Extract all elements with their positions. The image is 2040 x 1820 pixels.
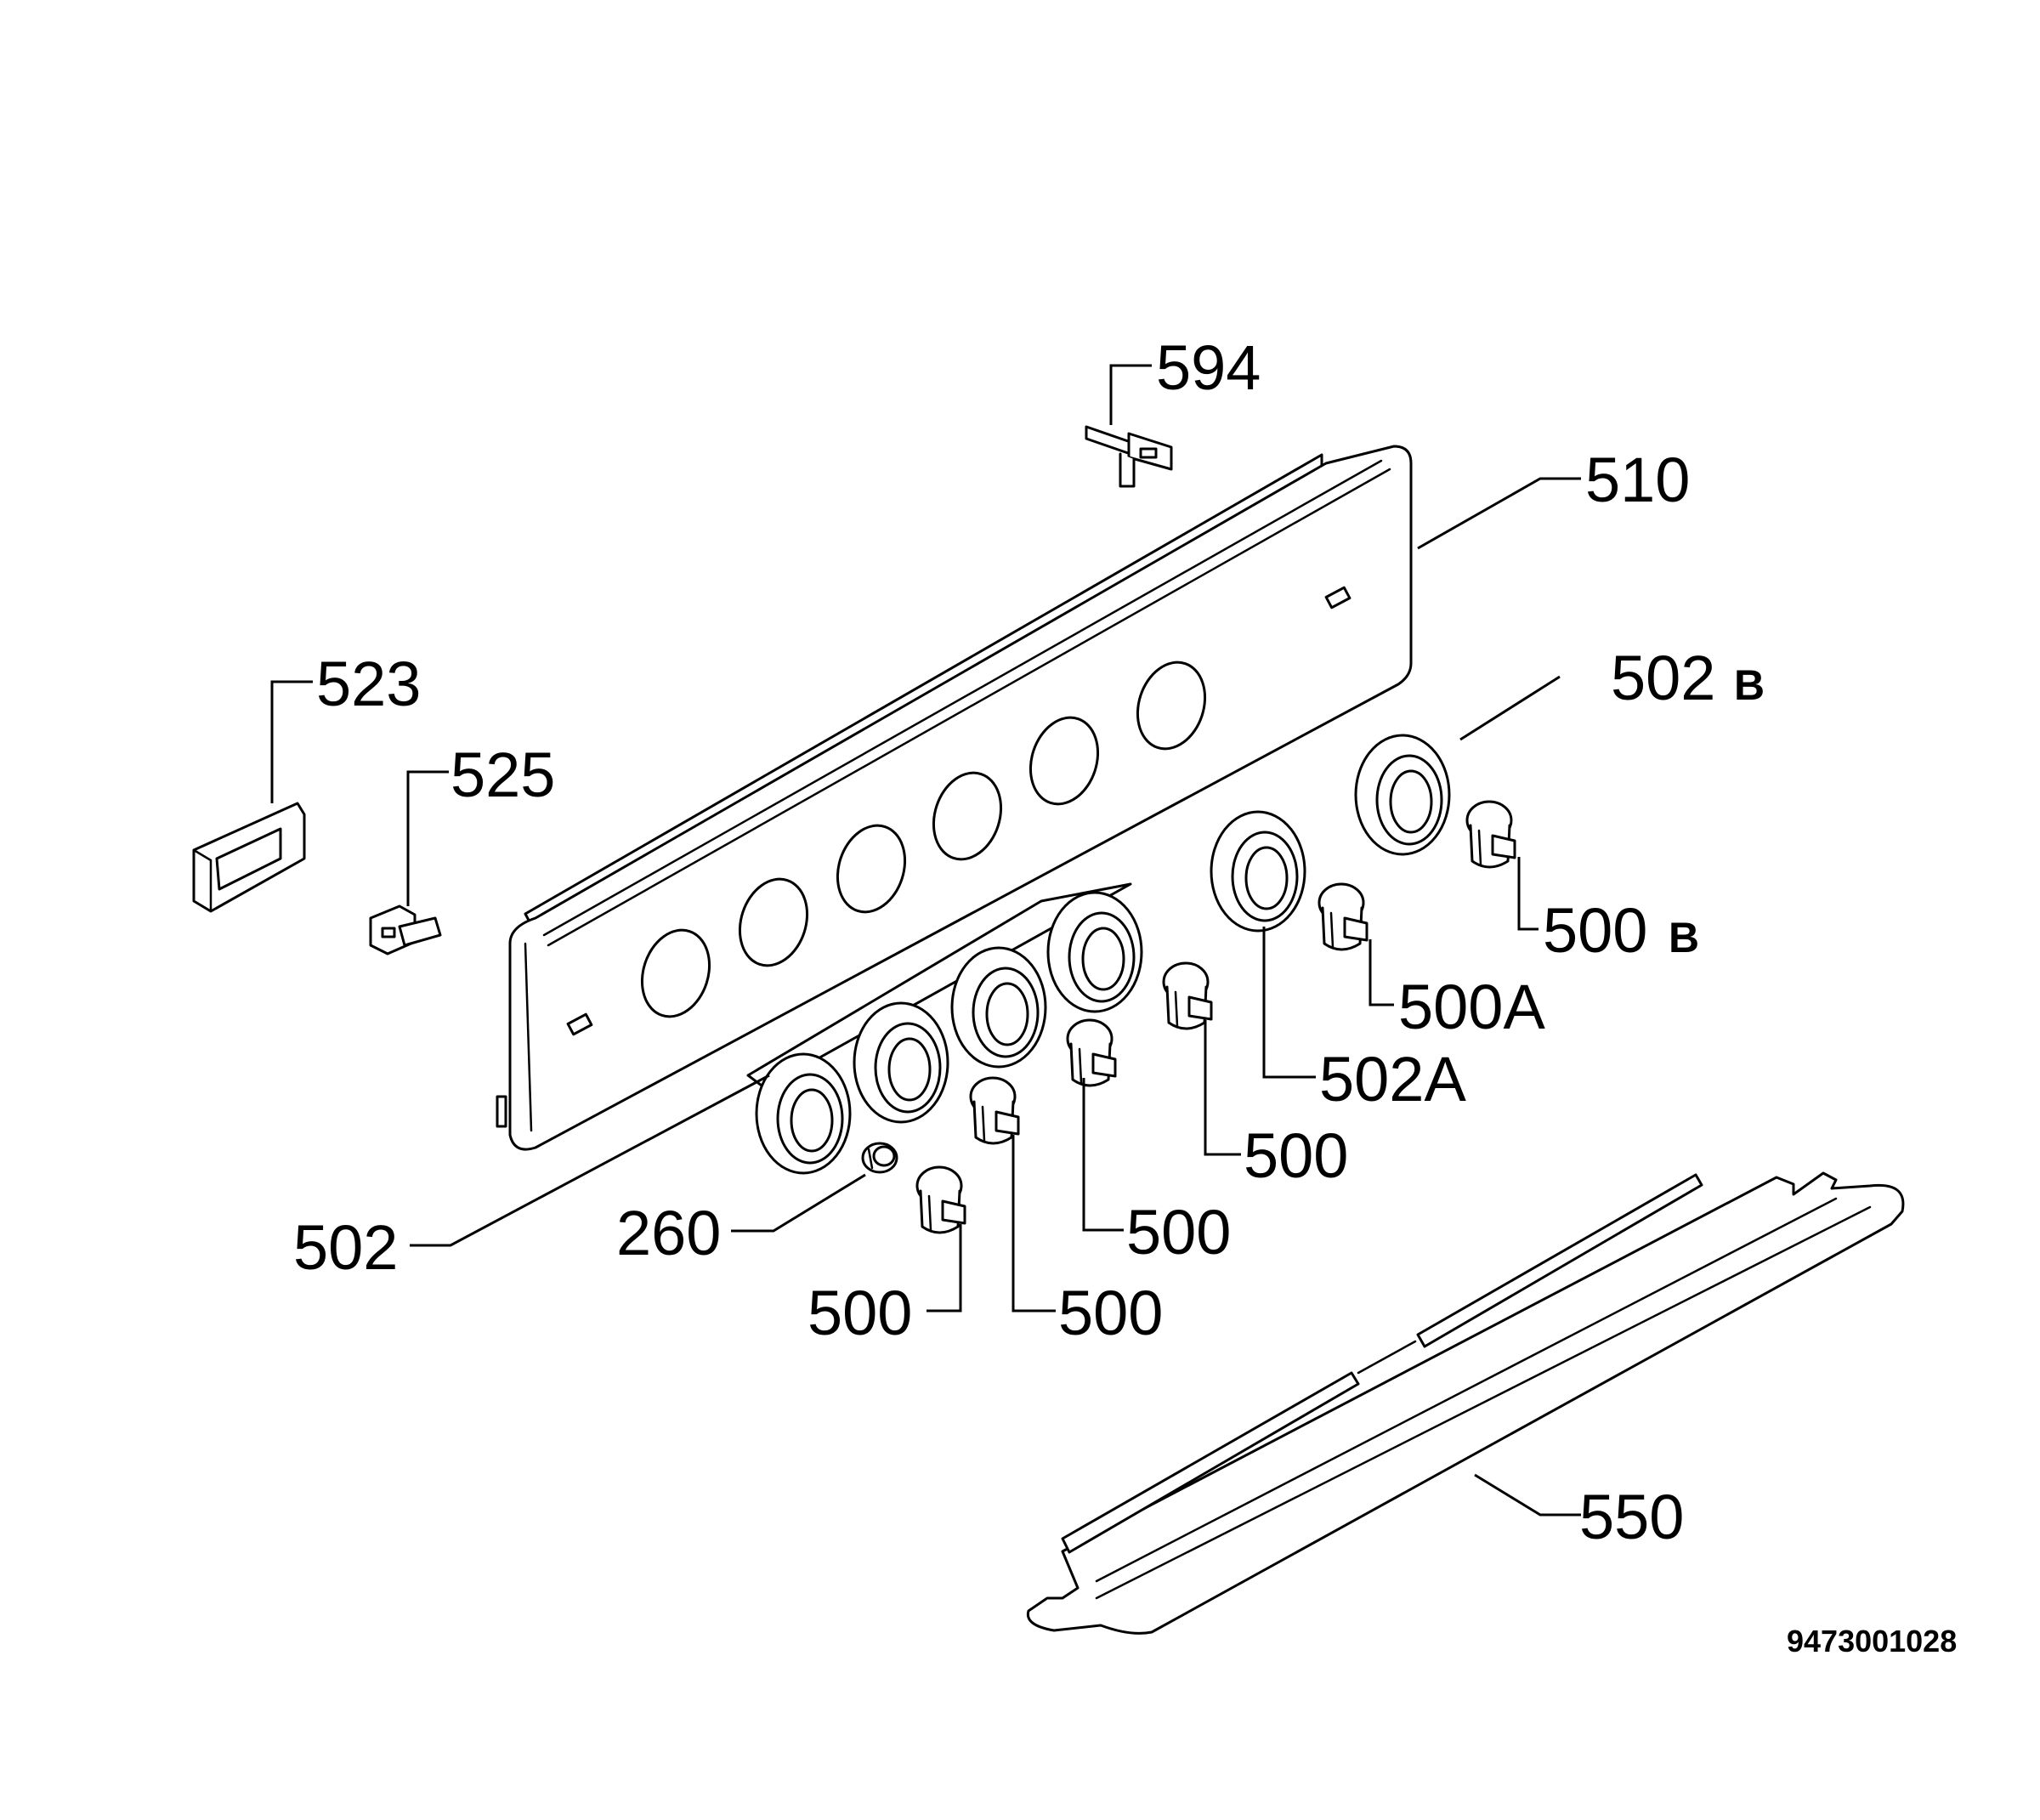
label-260: 260 [616,1198,721,1268]
leader-500-c [1012,1135,1056,1313]
label-510: 510 [1585,445,1690,515]
label-525: 525 [450,740,555,810]
callout-labels: 594 510 523 525 502 B 500 B 500A 502A 50… [293,332,1765,1552]
part-502B-bezel [1354,734,1451,856]
label-550: 550 [1579,1482,1684,1552]
leader-500-b [1082,1078,1124,1232]
leader-502A [1262,927,1316,1079]
leader-594 [1109,364,1152,425]
label-500A: 500A [1398,972,1545,1042]
label-500-a: 500 [1244,1120,1348,1191]
label-502A: 502A [1319,1044,1466,1114]
leader-510 [1417,477,1581,550]
document-number: 9473001028 [1787,1624,1957,1658]
part-510-control-panel [496,445,1413,1151]
part-500A-knob [1318,882,1368,951]
part-523-switch-frame [192,802,306,913]
leader-260 [731,1173,866,1233]
part-594-clip [1085,425,1173,488]
label-500B-suffix: B [1669,914,1699,961]
label-594: 594 [1156,332,1261,403]
part-550-trim-strip [1026,1171,1905,1635]
label-502B: 502 [1611,643,1715,713]
leader-500A [1368,939,1394,1006]
label-523: 523 [316,649,421,719]
leader-523 [270,680,313,803]
leader-500-d [926,1224,962,1313]
label-500-b: 500 [1126,1197,1231,1267]
label-502B-suffix: B [1734,661,1765,709]
part-500B-knob [1465,800,1516,869]
label-500B: 500 [1543,895,1647,966]
leader-525 [406,770,449,906]
part-525-switch [369,904,442,955]
label-502: 502 [293,1212,398,1283]
label-500-c: 500 [1058,1278,1163,1348]
label-500-d: 500 [808,1278,912,1348]
leader-502 [410,1074,770,1247]
leader-lines [270,364,1581,1517]
leader-550 [1474,1473,1581,1517]
part-502A-bezel [1210,810,1306,933]
leader-500-a [1204,1020,1241,1156]
leader-500B [1517,857,1538,931]
leader-502B [1459,675,1561,741]
part-260-spring [861,1142,898,1174]
part-502-bezels [746,882,1143,1175]
